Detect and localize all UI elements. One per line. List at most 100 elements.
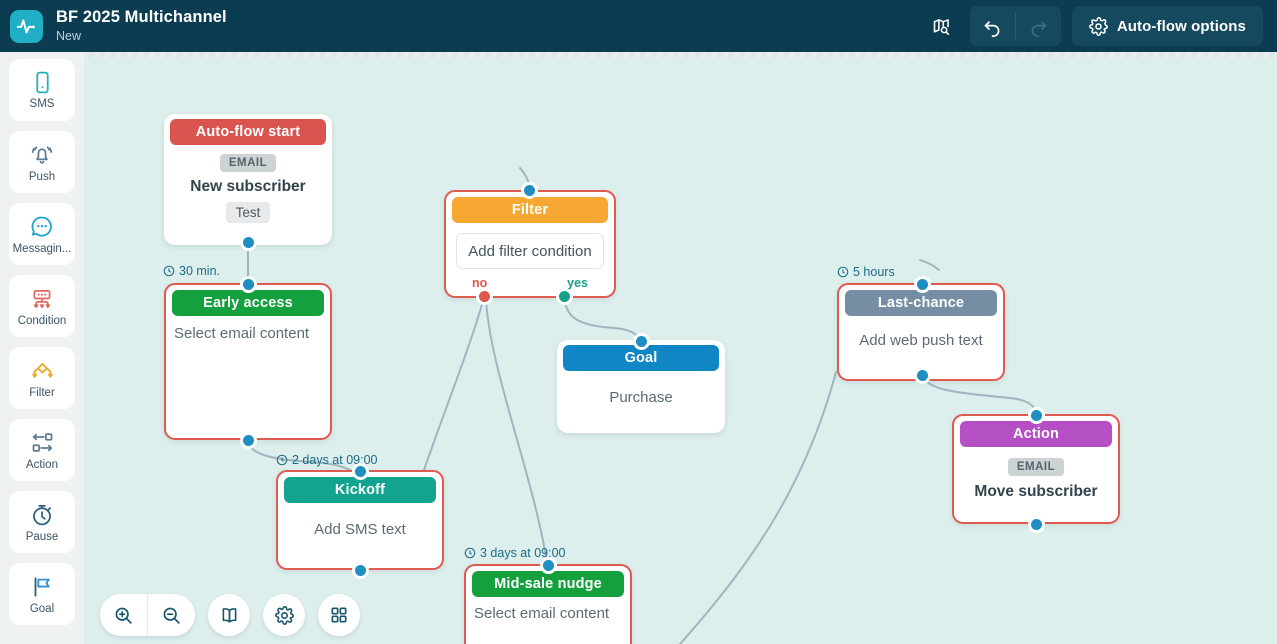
sidebar-item-condition[interactable]: Condition — [9, 275, 75, 337]
divider — [147, 594, 148, 636]
sidebar-item-label: SMS — [29, 98, 55, 110]
add-filter-condition-button[interactable]: Add filter condition — [456, 233, 604, 269]
node-body: Add web push text — [839, 316, 1003, 359]
goal-flag-icon — [29, 574, 55, 600]
flow-canvas[interactable]: Auto-flow start EMAIL New subscriber Tes… — [84, 52, 1277, 644]
redo-arrow-icon[interactable] — [1016, 6, 1061, 46]
left-sidebar: SMS Push Messa — [0, 52, 84, 644]
gear-icon[interactable] — [263, 594, 305, 636]
sidebar-item-filter[interactable]: Filter — [9, 347, 75, 409]
node-main-text: New subscriber — [190, 178, 306, 195]
sidebar-item-label: Messagin... — [12, 242, 72, 255]
node-output-handle[interactable] — [1028, 516, 1045, 533]
node-title: Goal — [624, 350, 658, 366]
title-block: BF 2025 Multichannel New — [56, 8, 227, 44]
filter-yes-label: yes — [567, 276, 588, 290]
sidebar-item-label: Pause — [25, 530, 59, 543]
sidebar-item-action[interactable]: Action — [9, 419, 75, 481]
sms-phone-icon — [30, 70, 55, 95]
node-output-handle[interactable] — [240, 432, 257, 449]
node-header: Kickoff — [284, 477, 436, 503]
channel-badge: EMAIL — [219, 154, 277, 172]
delay-label-5hours: 5 hours — [837, 265, 895, 279]
zoom-in-button[interactable] — [100, 594, 147, 636]
messaging-chat-icon — [29, 214, 55, 240]
node-mid-sale-nudge[interactable]: Mid-sale nudge Select email content — [464, 564, 632, 644]
node-output-handle[interactable] — [914, 367, 931, 384]
canvas-top-edge — [84, 52, 1277, 58]
node-body: Purchase — [557, 371, 725, 416]
delay-text: 5 hours — [853, 265, 895, 279]
node-early-access[interactable]: Early access Select email content — [164, 283, 332, 440]
node-title: Filter — [511, 202, 549, 218]
clock-icon — [464, 547, 476, 559]
node-body: Add SMS text — [278, 503, 442, 548]
node-auto-flow-start[interactable]: Auto-flow start EMAIL New subscriber Tes… — [164, 114, 332, 245]
node-main-text: Select email content — [474, 605, 610, 622]
sidebar-item-label: Filter — [29, 387, 55, 399]
sidebar-item-messaging[interactable]: Messagin... — [9, 203, 75, 265]
page-subtitle: New — [56, 29, 82, 43]
node-title: Last-chance — [877, 295, 965, 311]
node-header: Early access — [172, 290, 324, 316]
filter-no-label: no — [472, 276, 488, 290]
node-output-handle[interactable] — [240, 234, 257, 251]
node-input-handle[interactable] — [352, 463, 369, 480]
delay-label-30min: 30 min. — [163, 264, 220, 278]
node-body: Select email content — [166, 316, 330, 352]
node-input-handle[interactable] — [540, 557, 557, 574]
filter-yes-output-handle[interactable] — [556, 288, 573, 305]
node-header: Action — [960, 421, 1112, 447]
node-title: Early access — [203, 295, 293, 311]
undo-redo-group — [969, 6, 1061, 46]
node-body: EMAIL Move subscriber — [954, 447, 1118, 511]
auto-flow-options-label: Auto-flow options — [1116, 17, 1246, 35]
action-exchange-icon — [29, 429, 56, 456]
node-main-text: Add SMS text — [314, 521, 406, 538]
undo-arrow-icon[interactable] — [970, 6, 1015, 46]
push-bell-icon — [29, 142, 55, 168]
node-body: Select email content — [466, 597, 630, 632]
pause-stopwatch-icon — [29, 502, 55, 528]
node-input-handle[interactable] — [1028, 407, 1045, 424]
canvas-toolbar — [100, 594, 360, 636]
pulse-logo-icon[interactable] — [10, 9, 43, 43]
node-output-handle[interactable] — [352, 562, 369, 579]
node-tag: Test — [225, 202, 271, 223]
node-title: Mid-sale nudge — [494, 576, 602, 592]
node-action[interactable]: Action EMAIL Move subscriber — [952, 414, 1120, 524]
map-search-icon[interactable] — [922, 6, 962, 46]
sidebar-item-goal[interactable]: Goal — [9, 563, 75, 625]
app-header: BF 2025 Multichannel New — [0, 0, 1277, 52]
node-header: Last-chance — [845, 290, 997, 316]
sidebar-item-pause[interactable]: Pause — [9, 491, 75, 553]
zoom-out-button[interactable] — [148, 594, 195, 636]
sidebar-item-label: Goal — [29, 602, 55, 615]
zoom-controls — [100, 594, 195, 636]
node-filter[interactable]: Filter Add filter condition no yes — [444, 190, 616, 298]
sidebar-item-sms[interactable]: SMS — [9, 59, 75, 121]
node-title: Auto-flow start — [195, 124, 301, 140]
delay-label-3days: 3 days at 09:00 — [464, 546, 565, 560]
node-input-handle[interactable] — [633, 333, 650, 350]
delay-text: 30 min. — [179, 264, 220, 278]
grid-layout-icon[interactable] — [318, 594, 360, 636]
node-goal[interactable]: Goal Purchase — [557, 340, 725, 433]
filter-diamond-icon — [29, 357, 56, 384]
filter-field-label: Add filter condition — [468, 242, 592, 260]
sidebar-item-push[interactable]: Push — [9, 131, 75, 193]
node-body: EMAIL New subscriber Test — [164, 145, 332, 233]
auto-flow-options-button[interactable]: Auto-flow options — [1071, 6, 1263, 46]
filter-no-output-handle[interactable] — [476, 288, 493, 305]
node-input-handle[interactable] — [240, 276, 257, 293]
sidebar-item-label: Push — [28, 170, 56, 183]
node-input-handle[interactable] — [521, 182, 538, 199]
node-input-handle[interactable] — [914, 276, 931, 293]
node-kickoff[interactable]: Kickoff Add SMS text — [276, 470, 444, 570]
book-map-icon[interactable] — [208, 594, 250, 636]
node-last-chance[interactable]: Last-chance Add web push text — [837, 283, 1005, 381]
filter-branch-labels: no yes — [446, 269, 614, 296]
condition-branch-icon — [29, 286, 55, 312]
node-header: Goal — [563, 345, 719, 371]
sidebar-item-label: Action — [26, 459, 58, 471]
